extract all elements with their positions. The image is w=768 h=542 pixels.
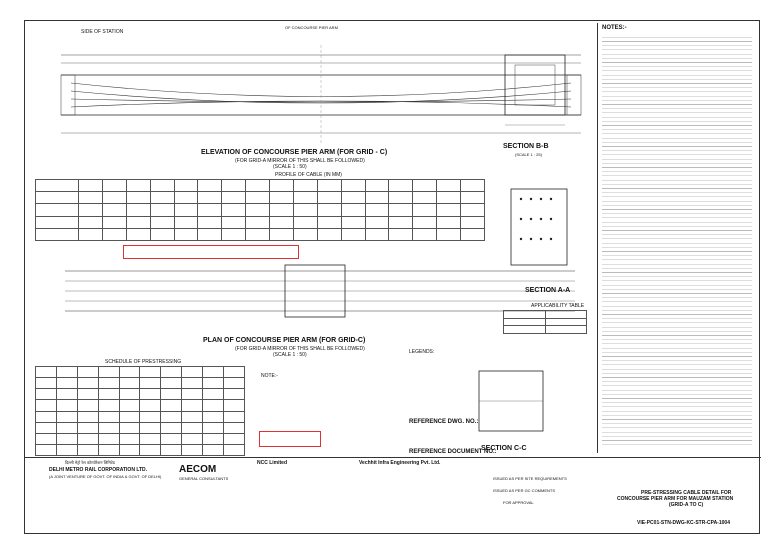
title-block: दिल्ली मेट्रो रेल कॉरपोरेशन लिमिटेड DELH… bbox=[25, 457, 761, 535]
ref-dwg-title: REFERENCE DWG. NO.: bbox=[409, 419, 479, 425]
drawing-title-3: (GRID-A TO C) bbox=[669, 502, 704, 508]
side-station-label: SIDE OF STATION bbox=[81, 29, 124, 35]
gc-sub: GENERAL CONSULTANTS bbox=[179, 476, 229, 481]
profile-table bbox=[35, 178, 485, 242]
section-bb-scale: (SCALE 1 : 25) bbox=[515, 152, 542, 157]
section-aa-drawing bbox=[510, 188, 568, 266]
revision-2: ISSUED AS PER GC COMMENTS bbox=[493, 488, 556, 493]
profile-table-title: PROFILE OF CABLE (IN MM) bbox=[275, 172, 342, 178]
section-cc-drawing bbox=[478, 370, 544, 432]
client-name: DELHI METRO RAIL CORPORATION LTD. bbox=[49, 467, 148, 473]
notes-column: NOTES:- bbox=[597, 23, 758, 453]
schedule-title: SCHEDULE OF PRESTRESSING bbox=[105, 359, 182, 365]
elevation-title: ELEVATION OF CONCOURSE PIER ARM (FOR GRI… bbox=[201, 149, 388, 156]
drawing-sheet: SIDE OF STATION OF CONCOURSE PIER ARM EL… bbox=[24, 20, 761, 535]
section-bb-drawing bbox=[504, 54, 566, 126]
schedule-table bbox=[35, 365, 245, 457]
notes-title: NOTES:- bbox=[602, 25, 627, 31]
legends-title: LEGENDS: bbox=[409, 349, 435, 355]
note-title: NOTE:- bbox=[261, 373, 278, 379]
section-cc-title: SECTION C-C bbox=[481, 445, 527, 452]
elevation-scale: (SCALE 1 : 50) bbox=[273, 164, 307, 170]
applicability-title: APPLICABILITY TABLE bbox=[531, 303, 585, 309]
plan-scale: (SCALE 1 : 50) bbox=[273, 352, 307, 358]
ref-doc-title: REFERENCE DOCUMENT NO.: bbox=[409, 449, 497, 455]
notes-text bbox=[602, 35, 752, 445]
designer-name: Vechhit Infra Engineering Pvt. Ltd. bbox=[359, 460, 441, 466]
gc-logo: AECOM bbox=[179, 464, 217, 475]
section-bb-title: SECTION B-B bbox=[503, 143, 549, 150]
revision-3: FOR APPROVAL bbox=[503, 500, 534, 505]
client-sub: (A JOINT VENTURE OF GOVT. OF INDIA & GOV… bbox=[49, 474, 162, 479]
highlight-box bbox=[123, 245, 299, 259]
plan-subtitle: (FOR GRID-A MIRROR OF THIS SHALL BE FOLL… bbox=[235, 346, 365, 352]
contractor-name: NCC Limited bbox=[257, 460, 287, 466]
elevation-subtitle: (FOR GRID-A MIRROR OF THIS SHALL BE FOLL… bbox=[235, 158, 365, 164]
top-label: OF CONCOURSE PIER ARM bbox=[285, 25, 338, 30]
drawing-number: VIE-PC01-STN-DWG-KC-STR-CPA-1004 bbox=[637, 520, 730, 526]
highlight-box-2 bbox=[259, 431, 321, 447]
plan-drawing bbox=[65, 264, 575, 318]
section-aa-title: SECTION A-A bbox=[525, 287, 571, 294]
plan-title: PLAN OF CONCOURSE PIER ARM (FOR GRID-C) bbox=[203, 337, 366, 344]
drawing-title-2: CONCOURSE PIER ARM FOR MAUZAM STATION bbox=[617, 496, 734, 502]
applicability-table bbox=[503, 310, 587, 334]
revision-1: ISSUED AS PER SITE REQUIREMENTS bbox=[493, 476, 567, 481]
client-hindi: दिल्ली मेट्रो रेल कॉरपोरेशन लिमिटेड bbox=[65, 460, 115, 465]
drawing-title-1: PRE-STRESSING CABLE DETAIL FOR bbox=[641, 490, 732, 496]
elevation-drawing bbox=[60, 45, 582, 145]
